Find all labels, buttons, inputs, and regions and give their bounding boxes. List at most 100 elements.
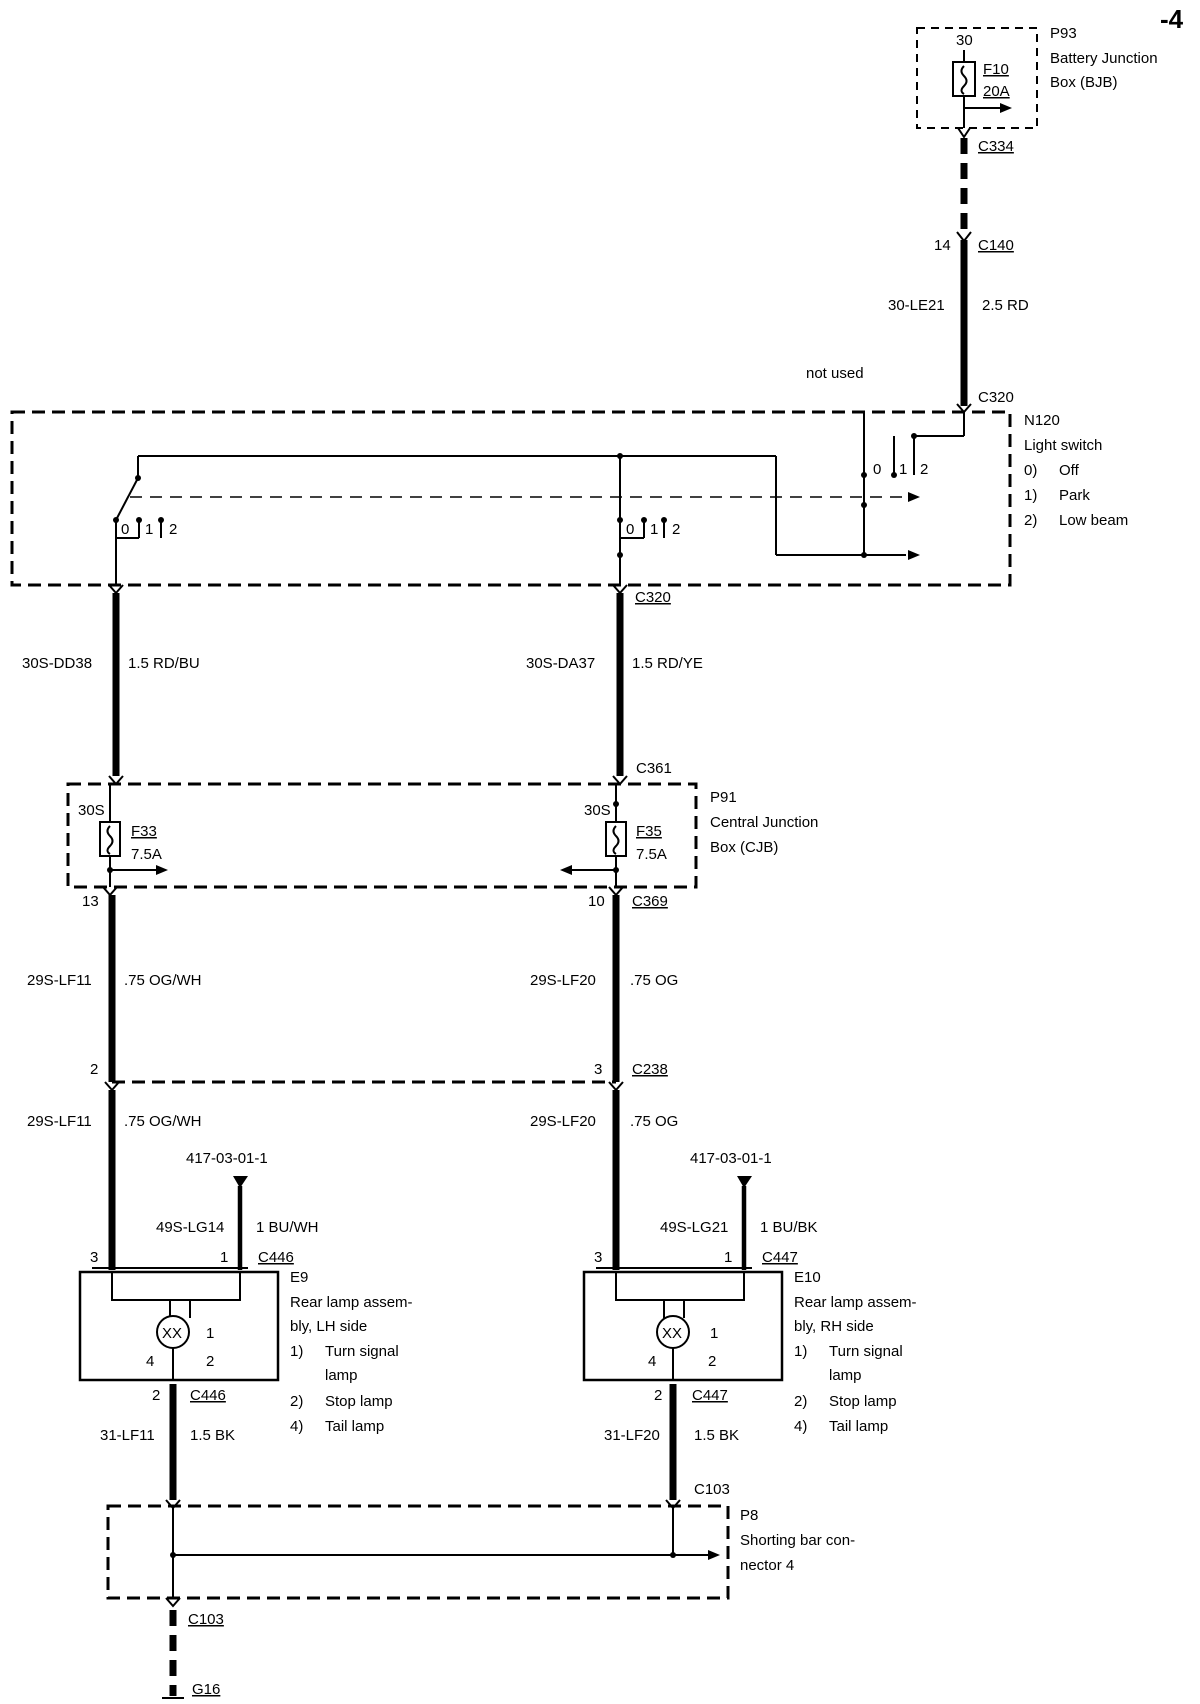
light-switch-outline: [10, 410, 1012, 587]
e10-name-1: Rear lamp assem-: [794, 1294, 917, 1311]
wire-31-lf20-spec: 1.5 BK: [694, 1427, 739, 1444]
fuse-f10-rating: 20A: [983, 83, 1010, 100]
e10-bulb-leads: [663, 1300, 685, 1318]
sw2-node-top: [617, 453, 623, 459]
shorting-bar-outline: [106, 1504, 730, 1600]
wire-49s-lg14-ref: 417-03-01-1: [186, 1150, 268, 1167]
bjb-outline: [916, 27, 1038, 129]
c140-symbol: [956, 231, 972, 243]
bjb-name-2: Box (BJB): [1050, 74, 1118, 91]
light-switch: N120 Light switch 0) Off 1) Park 2) Low …: [10, 365, 1128, 587]
c334-label: C334: [978, 138, 1014, 155]
ref-arrow-lh: [233, 1176, 248, 1188]
shorting-bar-ref: P8: [740, 1507, 758, 1524]
e10-pin-4-inner: 4: [648, 1353, 656, 1370]
e10-internal-wiring: [615, 1272, 745, 1301]
e10-item-1-line2: lamp: [829, 1367, 862, 1384]
sw2-contact-1: 1: [650, 521, 658, 538]
e10-ref: E10: [794, 1269, 821, 1286]
wire-30-le21-circuit: 30-LE21: [888, 297, 945, 314]
e9-pin-4-inner: 4: [146, 1353, 154, 1370]
e10-pin1: 1: [724, 1249, 732, 1266]
fuse-f33-element: [106, 825, 114, 855]
e9-ref: E9: [290, 1269, 308, 1286]
sw2-node-1: [641, 517, 647, 523]
e10-bulb-label: XX: [662, 1325, 682, 1342]
wire-29s-lf11-upper-circuit: 29S-LF11: [27, 972, 92, 989]
e10-pin-2-inner: 2: [708, 1353, 716, 1370]
wire-49s-lg21-circuit: 49S-LG21: [660, 1219, 728, 1236]
e9-pin1: 1: [220, 1249, 228, 1266]
c369-label: C369: [632, 893, 668, 910]
sw3-node-park: [861, 502, 867, 508]
sw1-contact-0: 0: [121, 521, 129, 538]
light-switch-pos-0-label: Off: [1059, 462, 1080, 479]
c140-pin: 14: [934, 237, 951, 254]
e9-pin-2-inner: 2: [206, 1353, 214, 1370]
wire-29s-lf11-lower-spec: .75 OG/WH: [124, 1113, 202, 1130]
light-switch-name: Light switch: [1024, 437, 1102, 454]
bjb-name-1: Battery Junction: [1050, 50, 1158, 67]
supply-node: [911, 433, 917, 439]
e10-item-2-num: 2): [794, 1393, 807, 1410]
c446-top-label: C446: [258, 1249, 294, 1266]
fuse-f33-label: F33: [131, 823, 157, 840]
wire-49s-lg14-circuit: 49S-LG14: [156, 1219, 224, 1236]
fuse-f10-element: [960, 65, 968, 95]
light-switch-pos-2-num: 2): [1024, 512, 1037, 529]
wire-30s-da37-spec: 1.5 RD/YE: [632, 655, 703, 672]
e9-item-2-label: Stop lamp: [325, 1393, 393, 1410]
f33-branch-arrow: [156, 865, 168, 875]
c238-right-pin: 3: [594, 1061, 602, 1078]
c369-left-pin: 13: [82, 893, 99, 910]
c361-label: C361: [636, 760, 672, 777]
e10-item-4-label: Tail lamp: [829, 1418, 888, 1435]
e9-item-1-line2: lamp: [325, 1367, 358, 1384]
e10-housing: [582, 1270, 784, 1382]
fuse-f33-rating: 7.5A: [131, 846, 162, 863]
light-switch-pos-2-label: Low beam: [1059, 512, 1128, 529]
c361-left-symbol: [108, 775, 124, 786]
e9-pin2: 2: [152, 1387, 160, 1404]
rear-lamp-rh: 3 1 C447 XX 1 4 2 E10 Rear lamp assem- b…: [582, 1249, 917, 1435]
wire-29s-lf11-lower-circuit: 29S-LF11: [27, 1113, 92, 1130]
cjb-pin-right: 30S: [584, 802, 611, 819]
wire-31-lf11-spec: 1.5 BK: [190, 1427, 235, 1444]
e10-item-2-label: Stop lamp: [829, 1393, 897, 1410]
shorting-bar-arrow: [708, 1550, 720, 1560]
e9-name-1: Rear lamp assem-: [290, 1294, 413, 1311]
cjb-pin-left: 30S: [78, 802, 105, 819]
light-switch-ref: N120: [1024, 412, 1060, 429]
c447-bottom-label: C447: [692, 1387, 728, 1404]
e10-name-2: bly, RH side: [794, 1318, 874, 1335]
wire-29s-lf11-upper-spec: .75 OG/WH: [124, 972, 202, 989]
e10-pin-1-inner: 1: [710, 1325, 718, 1342]
wire-30s-dd38-spec: 1.5 RD/BU: [128, 655, 200, 672]
shorting-bar-connector: P8 Shorting bar con- nector 4: [106, 1499, 855, 1600]
sw3-contact-2: 2: [920, 461, 928, 478]
cjb-outline: [66, 782, 698, 889]
c238-label: C238: [632, 1061, 668, 1078]
wire-29s-lf20-upper-spec: .75 OG: [630, 972, 678, 989]
bus-arrow: [908, 550, 920, 560]
wire-49s-lg21-spec: 1 BU/BK: [760, 1219, 818, 1236]
sw2-contact-2: 2: [672, 521, 680, 538]
shorting-bar-node-left: [170, 1552, 176, 1558]
wire-29s-lf20-lower-circuit: 29S-LF20: [530, 1113, 596, 1130]
light-switch-pos-1-num: 1): [1024, 487, 1037, 504]
wire-31-lf20-circuit: 31-LF20: [604, 1427, 660, 1444]
sw3-contact-1: 1: [899, 461, 907, 478]
e9-name-2: bly, LH side: [290, 1318, 367, 1335]
sw3-contact-0: 0: [873, 461, 881, 478]
ref-arrow-rh: [737, 1176, 752, 1188]
sw2-node-out: [617, 552, 623, 558]
e9-bulb-label: XX: [162, 1325, 182, 1342]
c369-right-pin: 10: [588, 893, 605, 910]
light-switch-pos-0-num: 0): [1024, 462, 1037, 479]
wire-31-lf11-circuit: 31-LF11: [100, 1427, 155, 1444]
battery-junction-box: 30 F10 20A P93 Battery Junction Box (BJB…: [916, 25, 1158, 129]
sw2-contact-0: 0: [626, 521, 634, 538]
shorting-bar-name-2: nector 4: [740, 1557, 794, 1574]
c447-top-label: C447: [762, 1249, 798, 1266]
bjb-pin: 30: [956, 32, 973, 49]
